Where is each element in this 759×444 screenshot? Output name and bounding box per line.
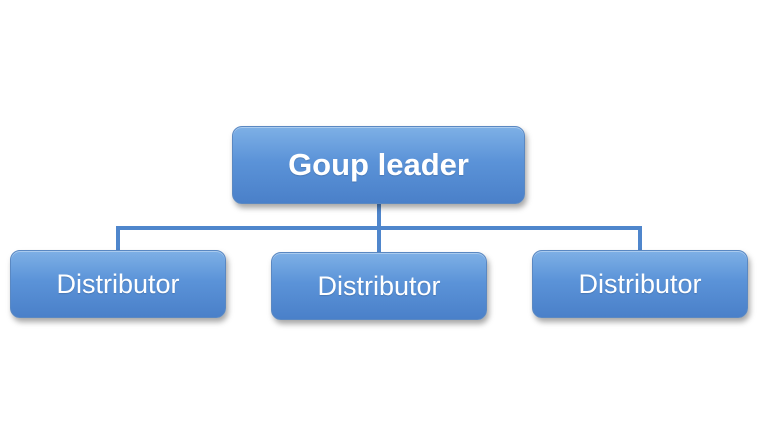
node-distributor-1: Distributor: [10, 250, 226, 318]
node-group-leader: Goup leader: [232, 126, 525, 204]
node-distributor-2-label: Distributor: [317, 270, 441, 301]
node-distributor-2: Distributor: [271, 252, 487, 320]
node-distributor-1-label: Distributor: [56, 268, 180, 299]
node-distributor-3-label: Distributor: [578, 268, 702, 299]
node-distributor-3: Distributor: [532, 250, 748, 318]
node-group-leader-label: Goup leader: [288, 147, 469, 182]
